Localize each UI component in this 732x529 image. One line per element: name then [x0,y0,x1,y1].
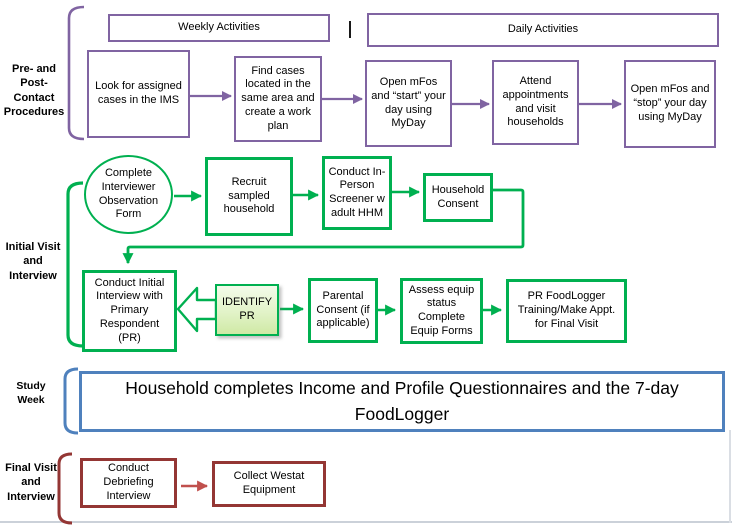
step-assess-equip: Assess equip status Complete Equip Forms [400,278,483,344]
bracket-pre-post [67,5,85,141]
step-open-mfos-stop: Open mFos and “stop” your day using MyDa… [624,60,716,148]
step-parental-consent: Parental Consent (if applicable) [308,278,378,343]
step-open-mfos-start: Open mFos and “start” your day using MyD… [365,60,452,147]
bracket-study-week [63,367,79,435]
step-collect-equipment: Collect Westat Equipment [212,461,326,507]
step-identify-pr: IDENTIFY PR [215,284,279,336]
daily-activities-header: Daily Activities [367,13,719,47]
page-bottom-edge [0,521,732,523]
step-initial-interview: Conduct Initial Interview with Primary R… [82,270,177,352]
step-recruit-household: Recruit sampled household [205,157,293,236]
block-arrow-identify-to-initial [176,286,218,333]
step-observation-form: Complete Interviewer Observation Form [84,155,173,234]
section-label-pre-post: Pre- and Post-Contact Procedures [3,63,65,118]
section-label-final-visit: Final Visit and Interview [5,462,57,503]
bracket-final-visit [57,452,73,525]
step-debriefing-interview: Conduct Debriefing Interview [80,458,177,508]
section-label-study-week: Study Week [16,380,46,406]
step-attend-appointments: Attend appointments and visit households [492,60,579,145]
step-find-cases: Find cases located in the same area and … [234,56,322,142]
connector-consent-to-initial-interview [122,188,525,265]
bracket-initial-visit [66,181,84,348]
step-look-for-cases: Look for assigned cases in the IMS [87,50,190,138]
step-household-consent: Household Consent [423,173,493,222]
section-label-initial-visit: Initial Visit and Interview [5,241,61,282]
step-foodlogger-training: PR FoodLogger Training/Make Appt. for Fi… [506,279,627,343]
weekly-activities-header: Weekly Activities [108,14,330,42]
separator-tick [349,21,351,38]
step-inperson-screener: Conduct In-Person Screener w adult HHM [322,156,392,230]
page-right-edge [729,430,731,523]
study-week-banner: Household completes Income and Profile Q… [79,371,725,432]
